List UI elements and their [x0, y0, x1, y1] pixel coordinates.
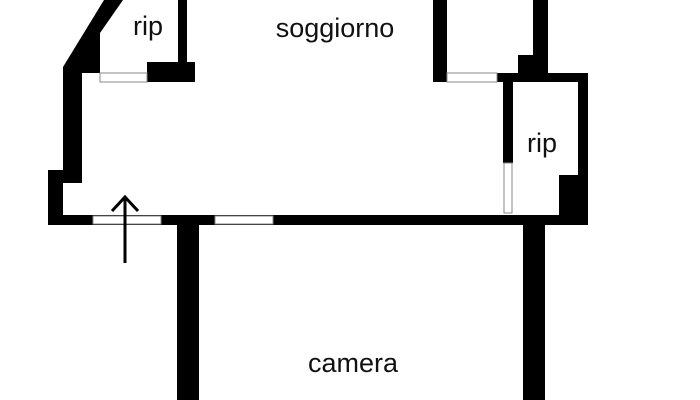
rip-top-wall [497, 73, 588, 82]
room-label-rip-right: rip [527, 128, 557, 158]
room-label-camera: camera [308, 348, 399, 378]
bottom-wall [48, 215, 588, 225]
camera-left-wall [177, 225, 199, 400]
niche-step [518, 55, 548, 73]
camera-right-wall [523, 225, 545, 400]
left-step-wall [48, 170, 63, 225]
arrow-up-icon [110, 194, 140, 263]
room-label-soggiorno: soggiorno [276, 13, 395, 43]
rip-outer-wall [578, 73, 588, 225]
entrance-door [92, 215, 162, 225]
window-niche [446, 72, 498, 83]
niche-right-wall [533, 0, 548, 73]
door-camera [214, 215, 274, 225]
top-left-block [147, 62, 195, 82]
walls [48, 0, 588, 400]
rip-inner-wall [503, 82, 513, 163]
niche-left-wall [433, 0, 447, 82]
rip-right-wall [178, 0, 187, 62]
room-label-rip-top: rip [133, 11, 163, 41]
window-rip-top [99, 72, 148, 83]
rip-corner-block [559, 175, 579, 225]
left-wall [63, 67, 82, 183]
windows [92, 72, 513, 225]
door-rip-right [503, 162, 513, 214]
